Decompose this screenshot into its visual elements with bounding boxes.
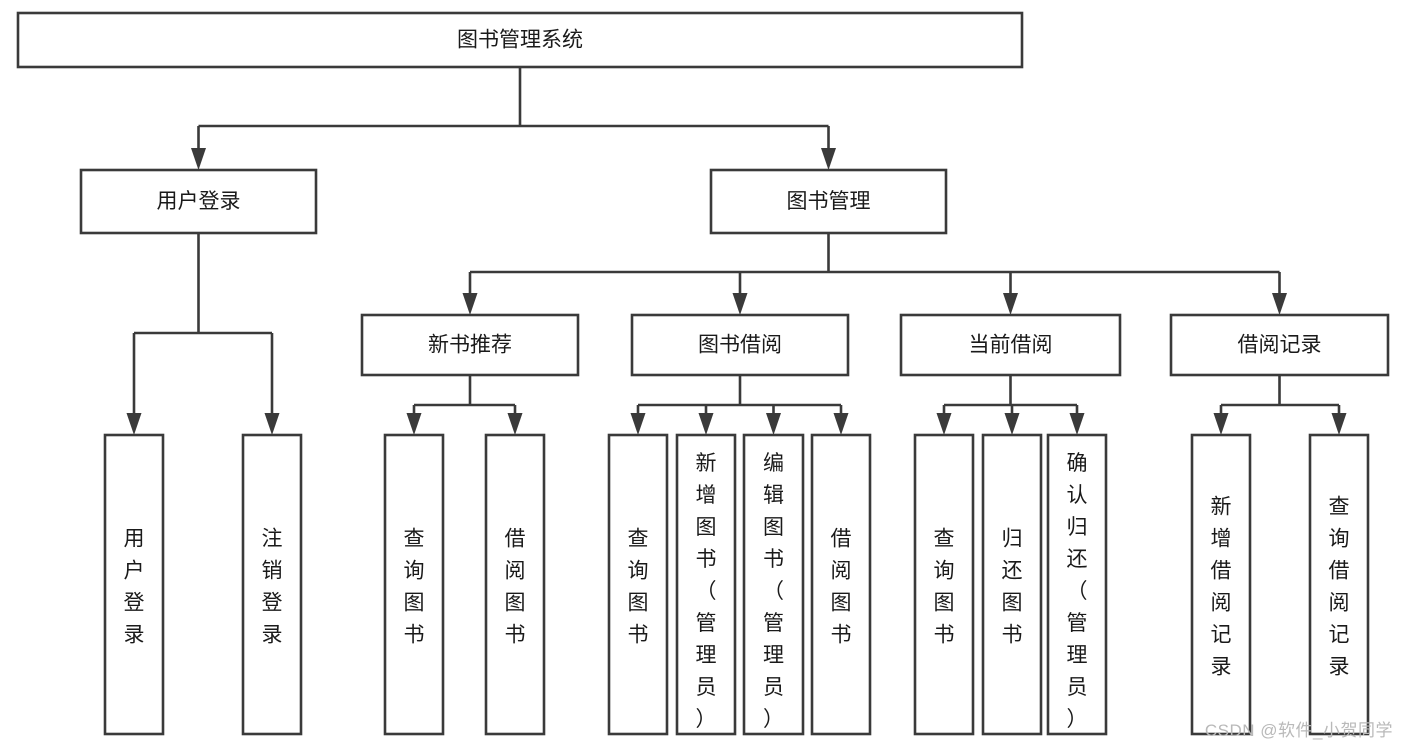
node-box [630,313,850,377]
node-box [742,433,805,736]
arrow-head-icon [1069,413,1085,435]
arrow-head-icon [732,293,748,315]
node-leaf_1[interactable]: 注销登录 [241,433,303,736]
node-leaf_10[interactable]: 确认归还（管理员） [1046,433,1108,736]
node-box [810,433,872,736]
node-label: 借阅记录 [1238,334,1322,357]
node-label: 用户登录 [124,527,145,646]
node-leaf_12[interactable]: 查询借阅记录 [1308,433,1370,736]
arrow-head-icon [462,293,478,315]
node-box [709,168,948,235]
node-l2_1[interactable]: 图书管理 [709,168,948,235]
node-label: 查询图书 [934,527,955,646]
node-l3_2[interactable]: 当前借阅 [899,313,1122,377]
node-leaf_5[interactable]: 新增图书（管理员） [675,433,737,736]
arrow-head-icon [1003,293,1018,315]
node-leaf_8[interactable]: 查询图书 [913,433,975,736]
node-label: 图书借阅 [698,334,782,357]
arrow-head-icon [126,413,142,435]
node-box [899,313,1122,377]
node-box [1308,433,1370,736]
node-leaf_9[interactable]: 归还图书 [981,433,1043,736]
node-label: 归还图书 [1002,527,1023,646]
node-label: 用户登录 [157,190,241,213]
connector-layer [126,67,1347,435]
node-box [675,433,737,736]
node-l3_1[interactable]: 图书借阅 [630,313,850,377]
node-layer: 图书管理系统用户登录图书管理新书推荐图书借阅当前借阅借阅记录用户登录注销登录查询… [16,11,1390,736]
arrow-head-icon [507,413,523,435]
node-label: 图书管理系统 [457,29,583,52]
node-box [383,433,445,736]
node-leaf_7[interactable]: 借阅图书 [810,433,872,736]
node-label: 注销登录 [262,527,283,646]
node-l2_0[interactable]: 用户登录 [79,168,318,235]
node-box [16,11,1024,69]
arrow-head-icon [821,148,836,170]
node-box [360,313,580,377]
arrow-head-icon [833,413,849,435]
arrow-head-icon [630,413,646,435]
node-label: 查询图书 [404,527,425,646]
node-label: 借阅图书 [831,527,852,646]
arrow-head-icon [1272,293,1287,315]
arrow-head-icon [191,148,206,170]
node-box [607,433,669,736]
node-box [79,168,318,235]
arrow-head-icon [1331,413,1347,435]
node-l3_3[interactable]: 借阅记录 [1169,313,1390,377]
arrow-head-icon [698,413,714,435]
node-label: 查询图书 [628,527,649,646]
node-label: 图书管理 [787,190,871,213]
node-box [913,433,975,736]
node-box [981,433,1043,736]
node-label: 编辑图书（管理员） [763,452,784,731]
arrow-head-icon [264,413,280,435]
node-root[interactable]: 图书管理系统 [16,11,1024,69]
node-leaf_3[interactable]: 借阅图书 [484,433,546,736]
node-box [241,433,303,736]
arrow-head-icon [1004,413,1020,435]
node-box [1046,433,1108,736]
arrow-head-icon [936,413,952,435]
arrow-head-icon [406,413,422,435]
node-l3_0[interactable]: 新书推荐 [360,313,580,377]
node-box [484,433,546,736]
node-leaf_4[interactable]: 查询图书 [607,433,669,736]
node-leaf_0[interactable]: 用户登录 [103,433,165,736]
node-leaf_6[interactable]: 编辑图书（管理员） [742,433,805,736]
node-leaf_2[interactable]: 查询图书 [383,433,445,736]
arrow-head-icon [1213,413,1229,435]
node-label: 新增图书（管理员） [696,452,717,731]
node-box [103,433,165,736]
node-label: 当前借阅 [969,334,1053,357]
node-leaf_11[interactable]: 新增借阅记录 [1190,433,1252,736]
node-box [1169,313,1390,377]
node-box [1190,433,1252,736]
node-label: 查询借阅记录 [1329,495,1350,678]
node-label: 新增借阅记录 [1211,495,1232,678]
node-label: 确认归还（管理员） [1067,452,1088,731]
node-label: 借阅图书 [505,527,526,646]
arrow-head-icon [766,413,781,435]
node-label: 新书推荐 [428,334,512,357]
